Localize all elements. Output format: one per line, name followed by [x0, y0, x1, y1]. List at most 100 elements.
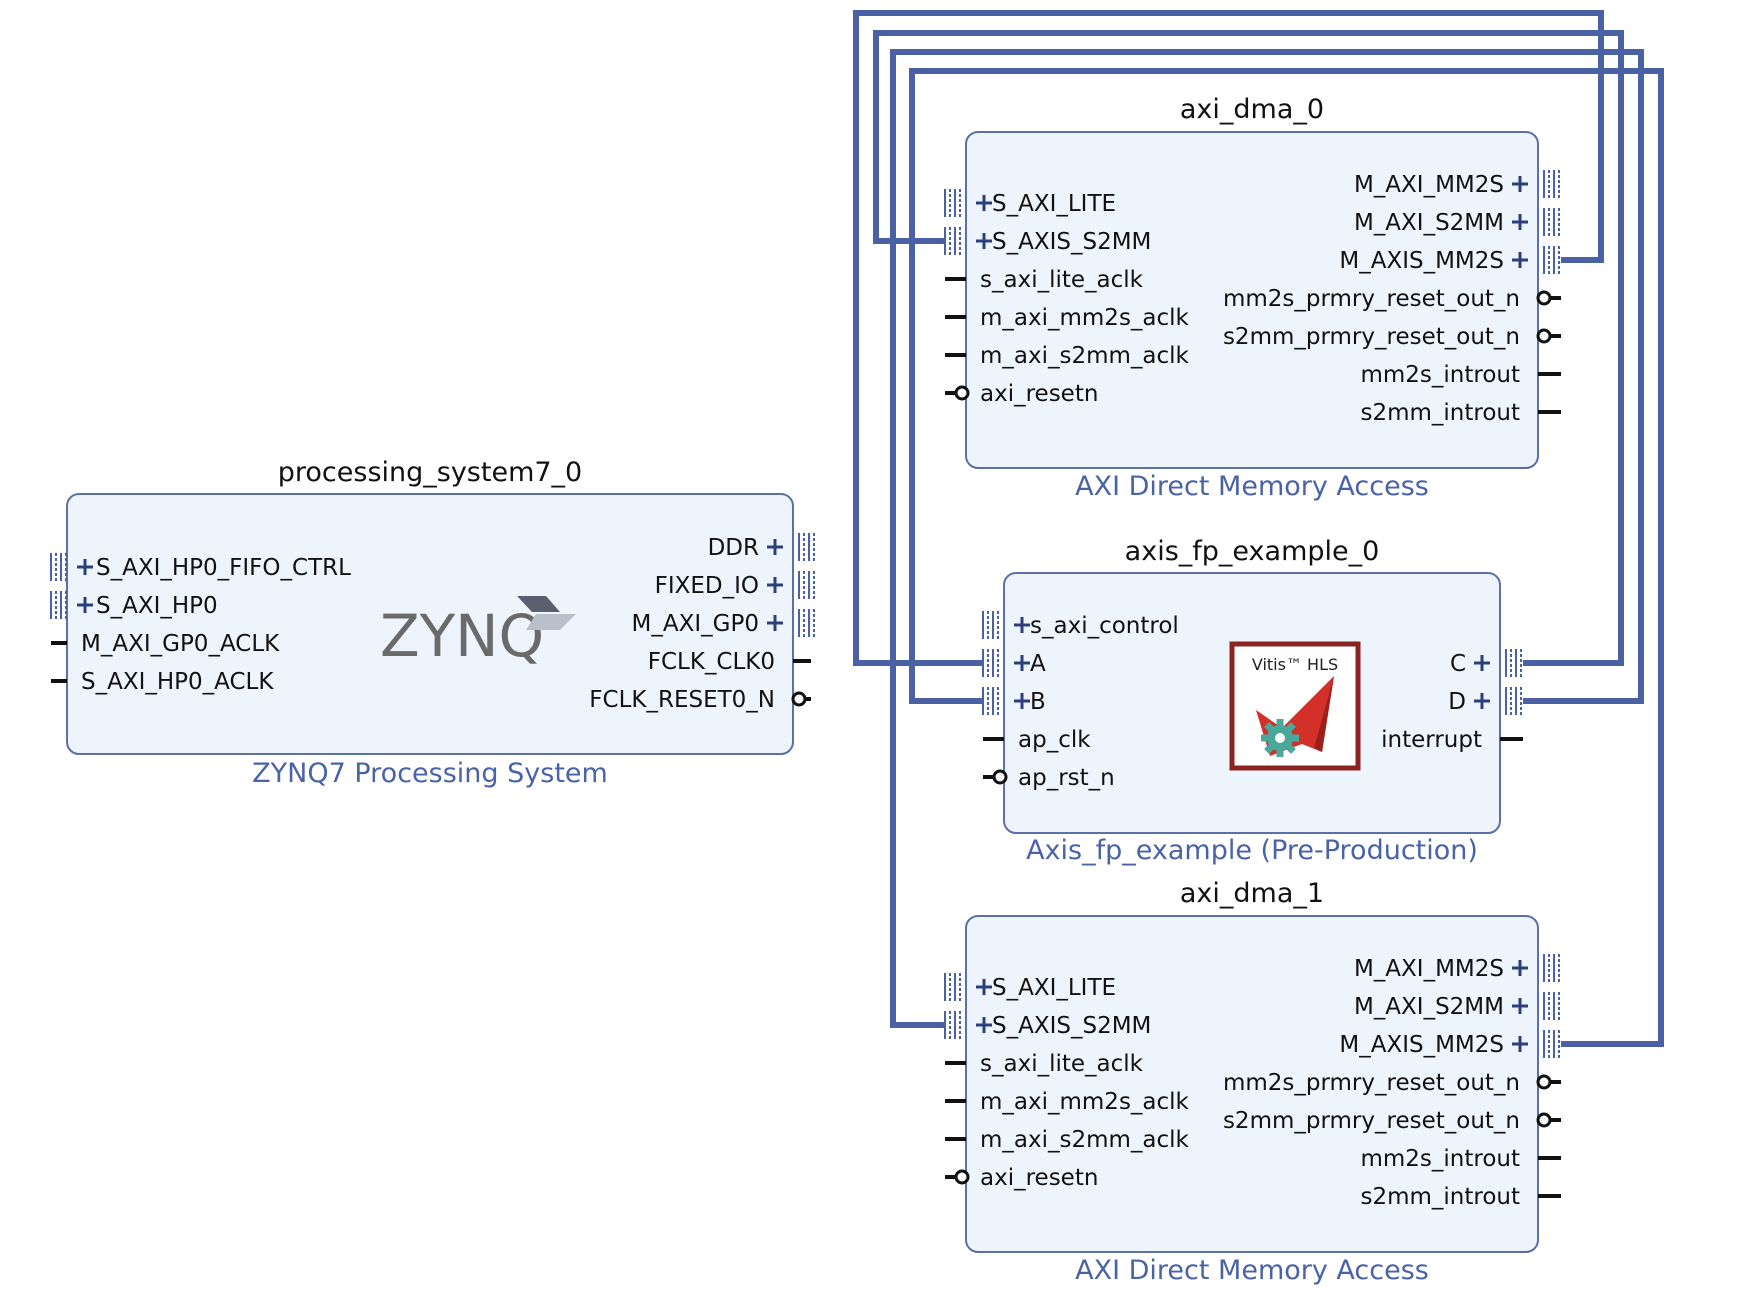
bus-interface-stub [1543, 246, 1560, 274]
port-label: S_AXIS_S2MM [992, 229, 1151, 255]
bus-interface-stub [944, 973, 961, 1001]
block-instance-name: processing_system7_0 [278, 457, 582, 488]
port-label: M_AXI_GP0 [632, 611, 759, 637]
active-low-bubble-icon [1536, 1074, 1552, 1090]
expand-plus-icon[interactable] [1512, 214, 1528, 230]
port-s-axis-s2mm[interactable]: S_AXIS_S2MM [944, 227, 1151, 255]
port-m-axi-mm2s[interactable]: M_AXI_MM2S [1354, 954, 1560, 982]
active-low-bubble-icon [954, 1169, 970, 1185]
expand-plus-icon[interactable] [1474, 693, 1490, 709]
expand-plus-icon[interactable] [1512, 176, 1528, 192]
active-low-bubble-icon [992, 769, 1008, 785]
port-fclk-reset0-n[interactable]: FCLK_RESET0_N [589, 687, 811, 713]
port-label: s2mm_introut [1360, 400, 1520, 426]
port-label: M_AXI_MM2S [1354, 956, 1504, 982]
zynq-bird-icon [517, 596, 560, 612]
port-b[interactable]: B [982, 687, 1046, 715]
port-m-axi-s2mm[interactable]: M_AXI_S2MM [1354, 208, 1560, 236]
port-mm2s-prmry-reset-out-n[interactable]: mm2s_prmry_reset_out_n [1223, 1070, 1561, 1096]
wire-d-to-dma1-s2mm[interactable] [890, 49, 1644, 1028]
active-low-bubble-icon [1536, 290, 1552, 306]
expand-plus-icon[interactable] [77, 597, 93, 613]
wire-c-to-dma0-s2mm[interactable] [873, 30, 1624, 666]
port-label: S_AXI_LITE [992, 975, 1116, 1001]
port-m-axi-mm2s-aclk[interactable]: m_axi_mm2s_aclk [945, 305, 1190, 331]
port-s2mm-prmry-reset-out-n[interactable]: s2mm_prmry_reset_out_n [1223, 1108, 1561, 1134]
expand-plus-icon[interactable] [976, 195, 992, 211]
expand-plus-icon[interactable] [1512, 1036, 1528, 1052]
port-fclk-clk0[interactable]: FCLK_CLK0 [648, 649, 811, 675]
zynq-bird-wing-icon [526, 614, 576, 630]
port-s-axi-hp0-aclk[interactable]: S_AXI_HP0_ACLK [51, 669, 274, 695]
port-s2mm-introut[interactable]: s2mm_introut [1360, 400, 1561, 426]
port-m-axis-mm2s[interactable]: M_AXIS_MM2S [1339, 246, 1560, 274]
expand-plus-icon[interactable] [767, 539, 783, 555]
port-axi-resetn[interactable]: axi_resetn [945, 1165, 1098, 1191]
port-s-axi-lite[interactable]: S_AXI_LITE [944, 189, 1116, 217]
port-s-axi-hp0-fifo-ctrl[interactable]: S_AXI_HP0_FIFO_CTRL [50, 553, 351, 581]
port-ddr[interactable]: DDR [708, 533, 815, 561]
port-s-axi-hp0[interactable]: S_AXI_HP0 [50, 591, 218, 619]
expand-plus-icon[interactable] [77, 559, 93, 575]
expand-plus-icon[interactable] [1014, 693, 1030, 709]
port-ap-rst-n[interactable]: ap_rst_n [983, 765, 1115, 791]
port-mm2s-prmry-reset-out-n[interactable]: mm2s_prmry_reset_out_n [1223, 286, 1561, 312]
port-axi-resetn[interactable]: axi_resetn [945, 381, 1098, 407]
port-c[interactable]: C [1450, 649, 1522, 677]
port-s-axi-lite-aclk[interactable]: s_axi_lite_aclk [945, 1051, 1144, 1077]
wire-dma0-mm2s-to-a[interactable] [853, 10, 1604, 666]
port-mm2s-introut[interactable]: mm2s_introut [1360, 362, 1561, 388]
port-s-axi-lite-aclk[interactable]: s_axi_lite_aclk [945, 267, 1144, 293]
port-label: s_axi_control [1030, 613, 1179, 639]
expand-plus-icon[interactable] [976, 233, 992, 249]
port-label: mm2s_introut [1360, 1146, 1520, 1172]
port-label: M_AXI_S2MM [1354, 994, 1504, 1020]
port-m-axi-gp0-aclk[interactable]: M_AXI_GP0_ACLK [51, 631, 280, 657]
active-low-bubble-icon [1536, 1112, 1552, 1128]
port-m-axi-s2mm[interactable]: M_AXI_S2MM [1354, 992, 1560, 1020]
port-m-axi-s2mm-aclk[interactable]: m_axi_s2mm_aclk [945, 343, 1190, 369]
active-low-bubble-icon [1536, 328, 1552, 344]
port-m-axi-gp0[interactable]: M_AXI_GP0 [632, 609, 815, 637]
block-type-label: AXI Direct Memory Access [1075, 471, 1429, 502]
port-s-axis-s2mm[interactable]: S_AXIS_S2MM [944, 1011, 1151, 1039]
expand-plus-icon[interactable] [1474, 655, 1490, 671]
wire-dma1-mm2s-to-b[interactable] [909, 68, 1664, 1047]
expand-plus-icon[interactable] [1014, 617, 1030, 633]
port-s-axi-lite[interactable]: S_AXI_LITE [944, 973, 1116, 1001]
port-label: A [1030, 651, 1046, 677]
bus-interface-stub [982, 687, 999, 715]
port-m-axi-mm2s-aclk[interactable]: m_axi_mm2s_aclk [945, 1089, 1190, 1115]
expand-plus-icon[interactable] [1512, 252, 1528, 268]
expand-plus-icon[interactable] [767, 577, 783, 593]
expand-plus-icon[interactable] [767, 615, 783, 631]
expand-plus-icon[interactable] [976, 1017, 992, 1033]
port-s2mm-prmry-reset-out-n[interactable]: s2mm_prmry_reset_out_n [1223, 324, 1561, 350]
port-label: S_AXI_HP0_ACLK [81, 669, 274, 695]
expand-plus-icon[interactable] [1512, 998, 1528, 1014]
port-s-axi-control[interactable]: s_axi_control [982, 611, 1179, 639]
port-a[interactable]: A [982, 649, 1046, 677]
port-label: FCLK_CLK0 [648, 649, 775, 675]
port-d[interactable]: D [1448, 687, 1522, 715]
expand-plus-icon[interactable] [976, 979, 992, 995]
port-m-axi-mm2s[interactable]: M_AXI_MM2S [1354, 170, 1560, 198]
port-m-axi-s2mm-aclk[interactable]: m_axi_s2mm_aclk [945, 1127, 1190, 1153]
port-mm2s-introut[interactable]: mm2s_introut [1360, 1146, 1561, 1172]
port-fixed-io[interactable]: FIXED_IO [655, 571, 815, 599]
block-body[interactable] [66, 493, 794, 755]
port-ap-clk[interactable]: ap_clk [983, 727, 1091, 753]
expand-plus-icon[interactable] [1512, 960, 1528, 976]
port-label: mm2s_prmry_reset_out_n [1223, 286, 1520, 312]
port-m-axis-mm2s[interactable]: M_AXIS_MM2S [1339, 1030, 1560, 1058]
port-label: M_AXIS_MM2S [1339, 1032, 1504, 1058]
port-interrupt[interactable]: interrupt [1381, 727, 1523, 753]
expand-plus-icon[interactable] [1014, 655, 1030, 671]
port-s2mm-introut[interactable]: s2mm_introut [1360, 1184, 1561, 1210]
